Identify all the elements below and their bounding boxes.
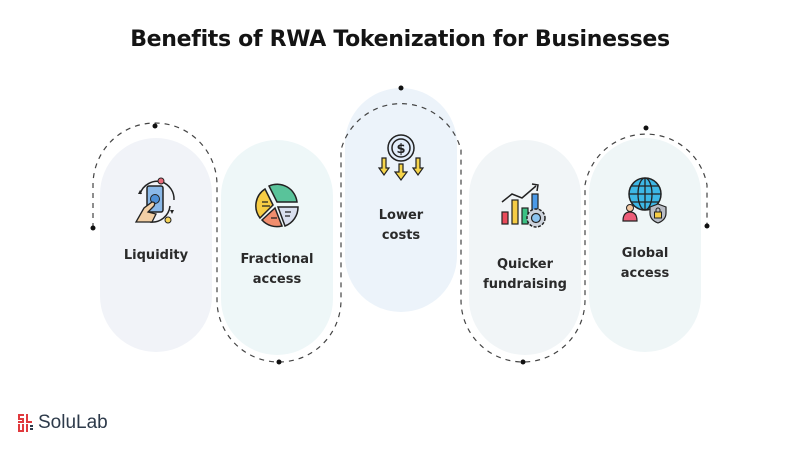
connector-dot (643, 125, 649, 131)
benefit-card-quicker-fundraising: Quicker fundraising (469, 140, 581, 355)
diagram-title: Benefits of RWA Tokenization for Busines… (130, 27, 670, 52)
growth-chart-gear-icon (501, 183, 546, 228)
benefit-card-fractional-access: Fractional access (221, 140, 333, 355)
connector-dot (520, 359, 526, 365)
pie-chart-icon (255, 183, 299, 228)
connector-dot (398, 85, 404, 91)
benefit-label-line1: Global (621, 246, 669, 261)
brand-name: SoluLab (38, 412, 108, 433)
benefit-label-line1: Fractional (240, 252, 314, 267)
connector-dot (276, 359, 282, 365)
benefit-label-line2: costs (381, 228, 421, 243)
benefit-card-lower-costs: Lower costs (345, 88, 457, 312)
connector-dot (152, 123, 158, 129)
benefit-label: Fractional access (221, 250, 333, 290)
benefit-label: Quicker fundraising (469, 255, 581, 295)
solulab-logo-icon (18, 414, 33, 432)
benefit-label: Liquidity (123, 248, 189, 263)
svg-text:$: $ (396, 142, 405, 157)
benefit-label-line2: access (252, 272, 302, 287)
money-rotation-icon (134, 177, 175, 224)
benefit-label-line1: Lower (378, 208, 424, 223)
brand-logo: SoluLab (18, 412, 108, 434)
connector-dot (90, 225, 96, 231)
benefit-label-line1: Quicker (497, 257, 553, 272)
benefit-card-liquidity: Liquidity (100, 138, 212, 352)
dollar-down-arrows-icon: $ (377, 134, 425, 181)
benefit-label-line2: fundraising (483, 277, 567, 292)
benefit-label: Global access (589, 244, 701, 284)
connector-dot (704, 223, 710, 229)
benefit-label-line2: access (620, 266, 670, 281)
benefit-card-global-access: Global access (589, 138, 701, 352)
globe-security-icon (622, 177, 667, 224)
benefit-label: Lower costs (345, 206, 457, 246)
